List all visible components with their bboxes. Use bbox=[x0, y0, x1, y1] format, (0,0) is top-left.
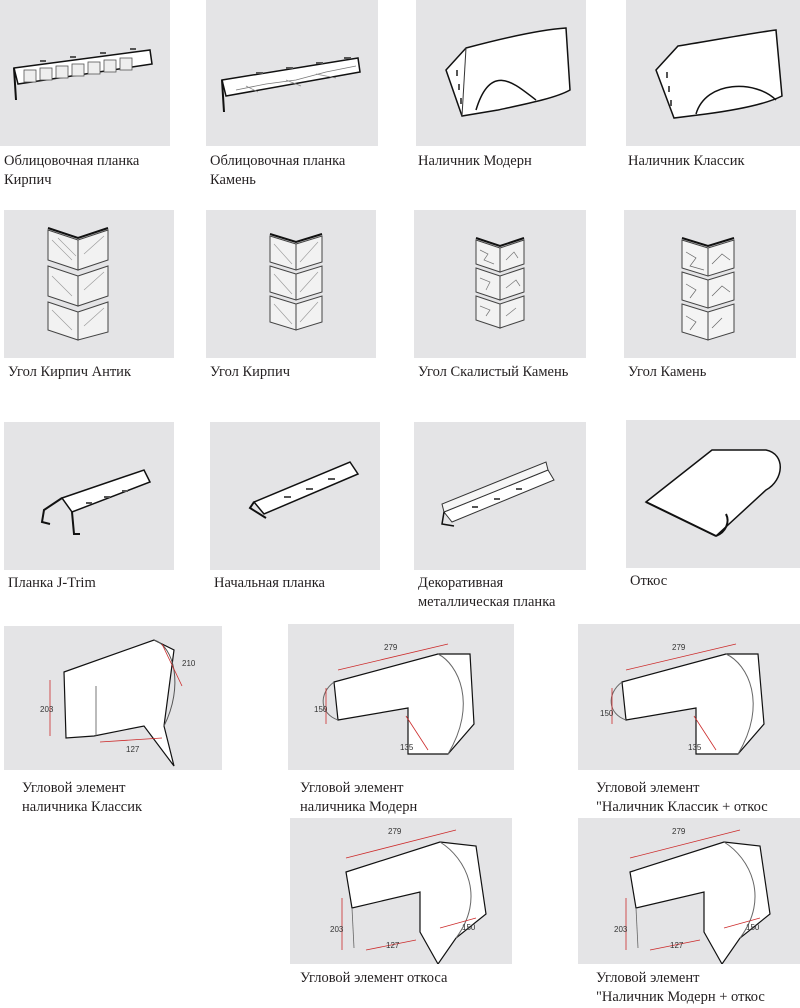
product-image-stone-trim bbox=[206, 0, 378, 146]
caption-brick-antique-corner: Угол Кирпич Антик bbox=[8, 364, 131, 380]
svg-text:127: 127 bbox=[670, 941, 684, 950]
product-image-brick-antique-corner bbox=[4, 210, 174, 358]
caption-brick-corner: Угол Кирпич bbox=[210, 364, 290, 380]
svg-text:279: 279 bbox=[672, 827, 686, 836]
product-image-classic-casing bbox=[626, 0, 800, 146]
svg-text:150: 150 bbox=[746, 923, 760, 932]
svg-text:135: 135 bbox=[400, 743, 414, 752]
product-image-starter-strip bbox=[210, 422, 380, 570]
caption-slope: Откос bbox=[630, 573, 668, 589]
svg-text:203: 203 bbox=[330, 925, 344, 934]
product-image-modern-corner-element: 279 150 135 bbox=[288, 624, 514, 770]
svg-text:127: 127 bbox=[126, 745, 140, 754]
svg-text:279: 279 bbox=[388, 827, 402, 836]
svg-text:150: 150 bbox=[314, 705, 328, 714]
product-image-slope-corner-element: 279 203 127 150 bbox=[290, 818, 512, 964]
svg-text:203: 203 bbox=[614, 925, 628, 934]
product-image-modern-slope-corner-element: 279 203 127 150 bbox=[578, 818, 800, 964]
svg-text:150: 150 bbox=[600, 709, 614, 718]
product-image-slope bbox=[626, 420, 800, 568]
product-image-brick-trim bbox=[0, 0, 170, 146]
product-image-classic-corner-element: 203 127 210 bbox=[4, 626, 222, 770]
product-image-classic-slope-corner-element: 279 150 135 bbox=[578, 624, 800, 770]
svg-text:127: 127 bbox=[386, 941, 400, 950]
caption-j-trim: Планка J-Trim bbox=[8, 575, 96, 591]
caption-classic-slope-corner-element: Угловой элемент"Наличник Классик + откос bbox=[596, 780, 768, 815]
caption-stone-corner: Угол Камень bbox=[628, 364, 707, 380]
svg-text:279: 279 bbox=[672, 643, 686, 652]
caption-modern-slope-corner-element: Угловой элемент"Наличник Модерн + откос bbox=[596, 970, 765, 1005]
product-image-rock-stone-corner bbox=[414, 210, 586, 358]
product-image-metal-strip bbox=[414, 422, 586, 570]
svg-text:150: 150 bbox=[462, 923, 476, 932]
svg-text:135: 135 bbox=[688, 743, 702, 752]
svg-text:210: 210 bbox=[182, 659, 196, 668]
caption-rock-stone-corner: Угол Скалистый Камень bbox=[418, 364, 569, 380]
caption-slope-corner-element: Угловой элемент откоса bbox=[300, 970, 448, 986]
caption-classic-casing: Наличник Классик bbox=[628, 153, 745, 169]
caption-modern-casing: Наличник Модерн bbox=[418, 153, 532, 169]
product-image-brick-corner bbox=[206, 210, 376, 358]
product-image-modern-casing bbox=[416, 0, 586, 146]
product-image-stone-corner bbox=[624, 210, 796, 358]
svg-text:279: 279 bbox=[384, 643, 398, 652]
product-image-j-trim bbox=[4, 422, 174, 570]
svg-text:203: 203 bbox=[40, 705, 54, 714]
caption-starter-strip: Начальная планка bbox=[214, 575, 325, 591]
